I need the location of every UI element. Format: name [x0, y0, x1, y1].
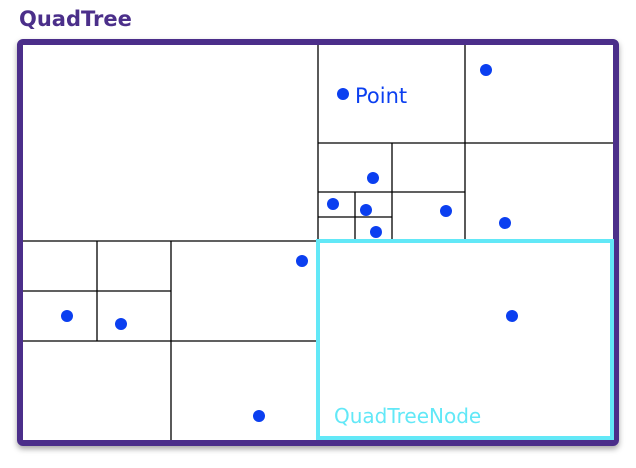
point-dot — [337, 88, 349, 100]
point-dot — [61, 310, 73, 322]
quadtree-node-label: QuadTreeNode — [334, 404, 481, 428]
point-dot — [506, 310, 518, 322]
point-dot — [253, 410, 265, 422]
points — [61, 64, 518, 422]
quadtree-title: QuadTree — [19, 7, 132, 31]
point-label: Point — [355, 84, 407, 108]
point-dot — [296, 255, 308, 267]
point-dot — [370, 226, 382, 238]
point-dot — [327, 198, 339, 210]
point-dot — [440, 205, 452, 217]
point-dot — [360, 204, 372, 216]
quadtree-node-highlight — [316, 239, 614, 440]
point-dot — [499, 217, 511, 229]
quadtree-cell-grid — [23, 45, 613, 440]
point-dot — [115, 318, 127, 330]
point-dot — [480, 64, 492, 76]
point-dot — [367, 172, 379, 184]
